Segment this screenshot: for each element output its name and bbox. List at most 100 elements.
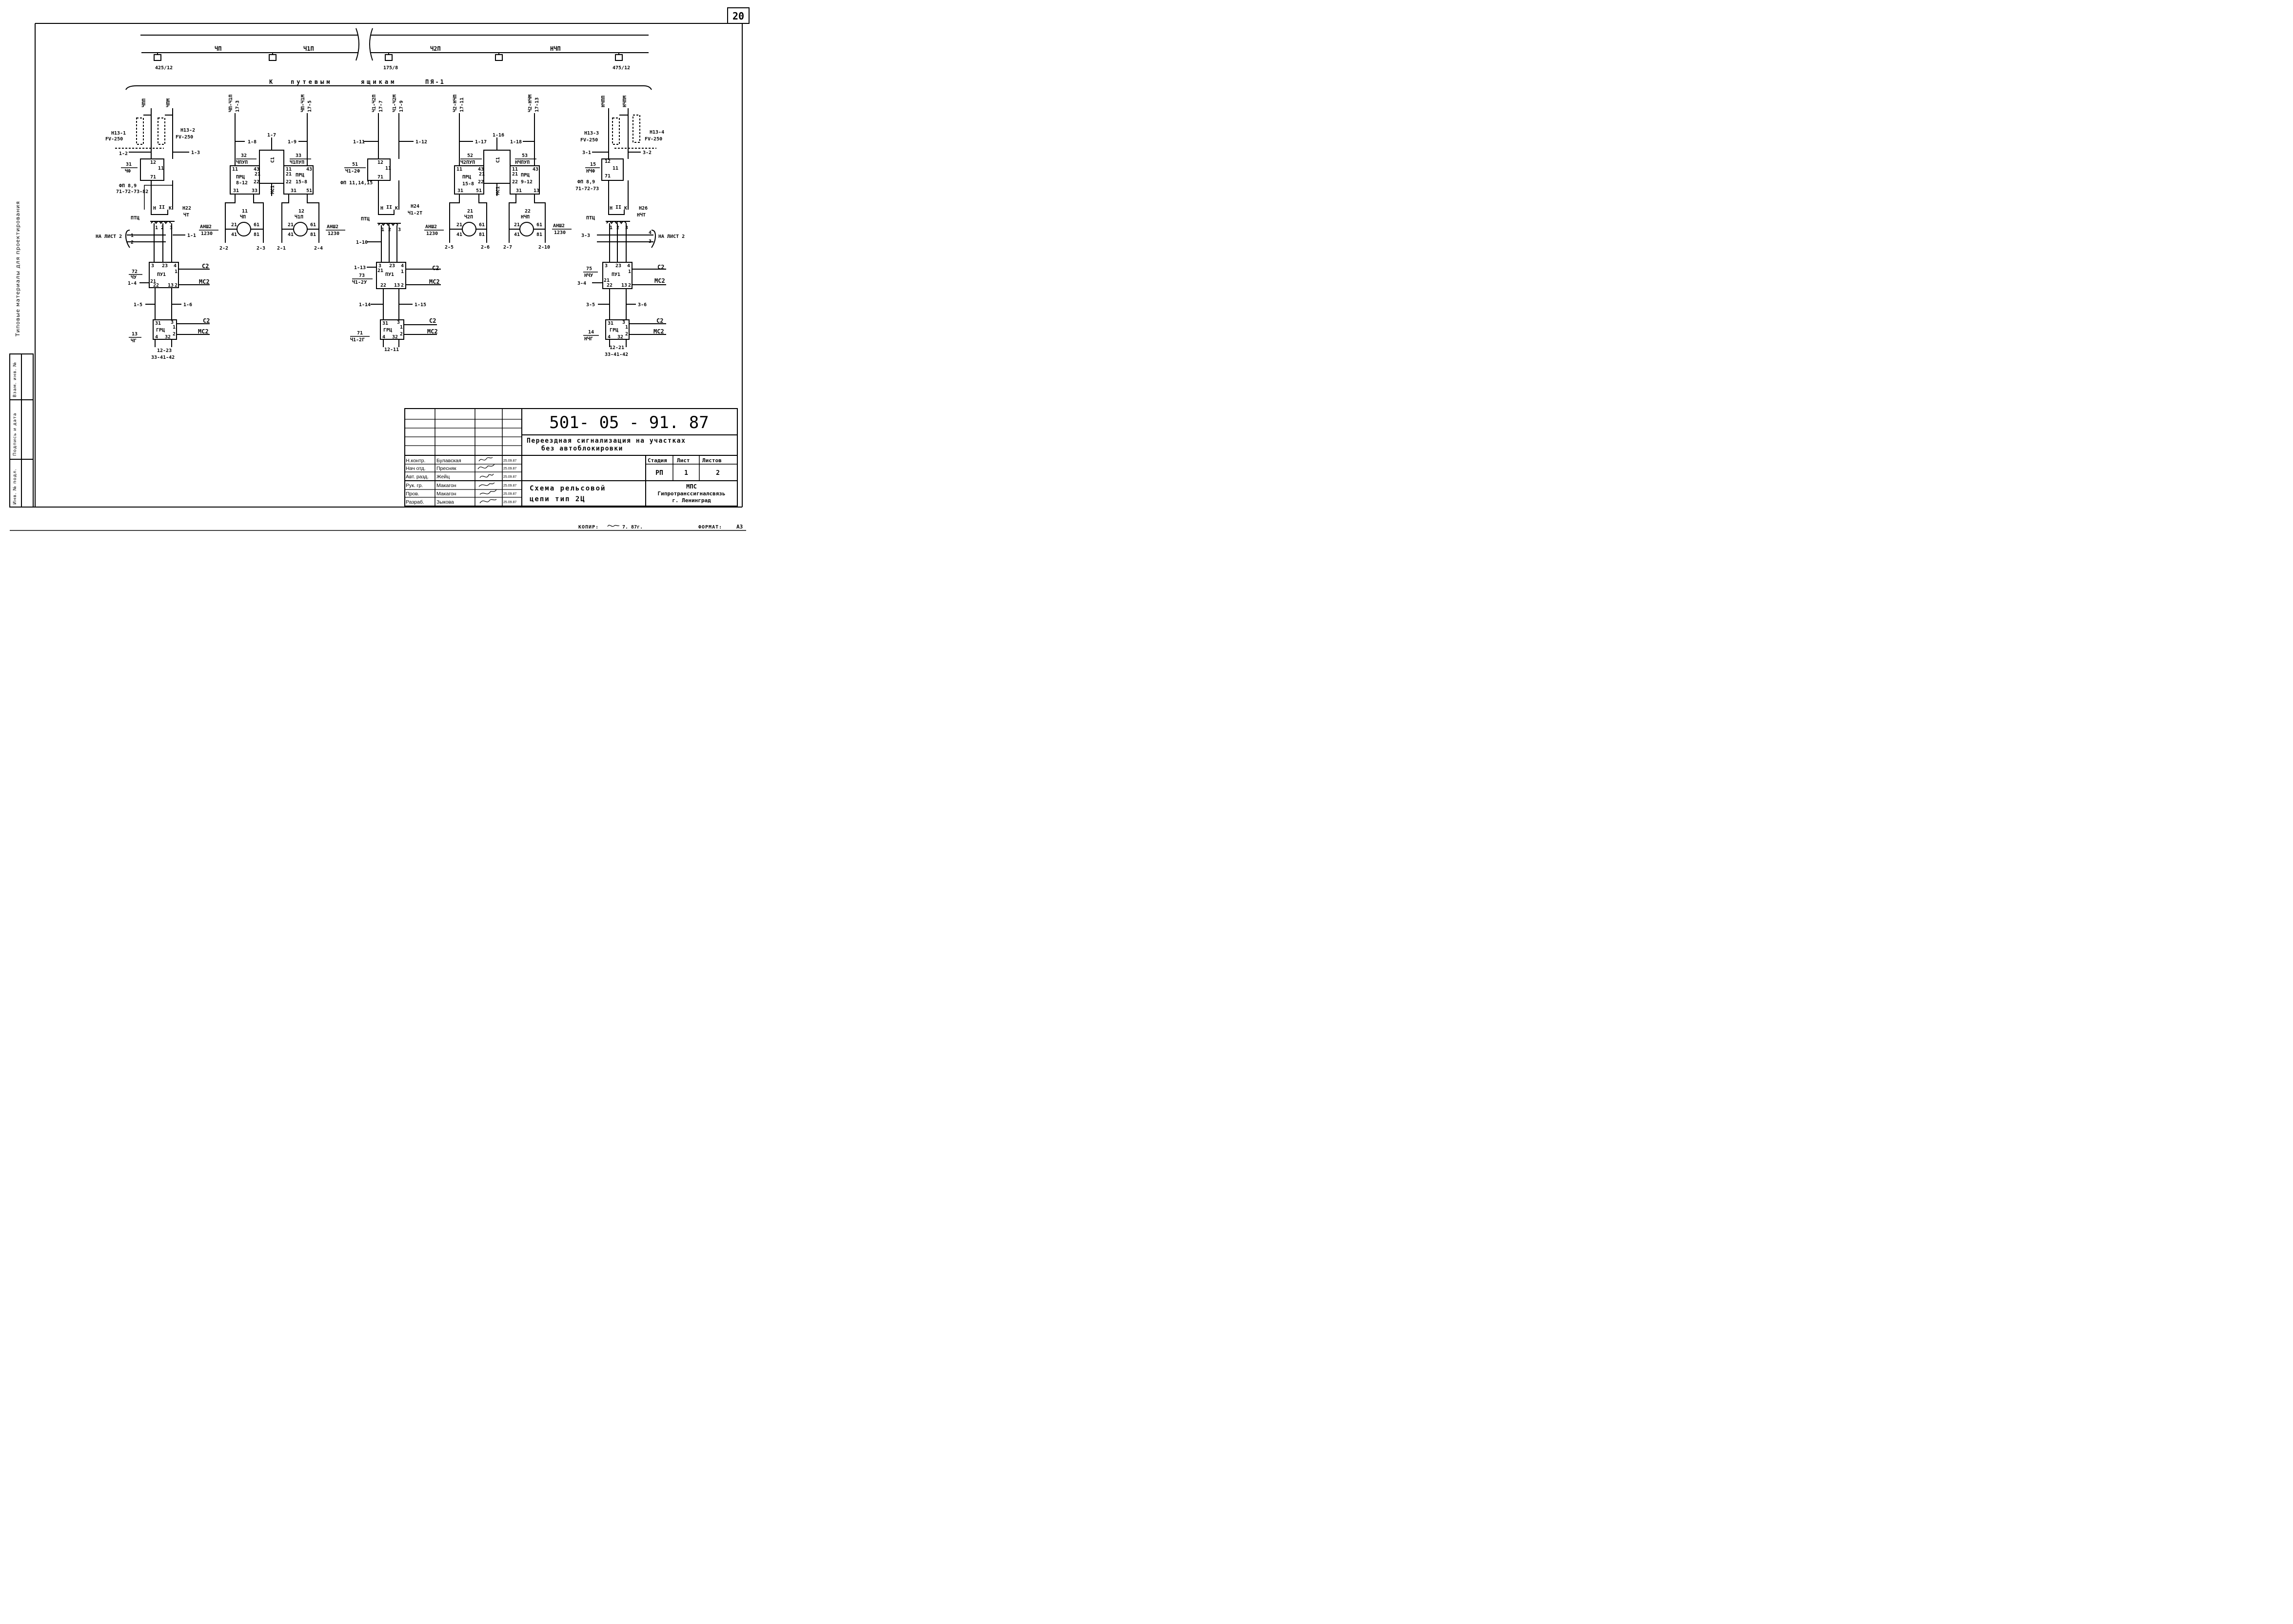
signature-scribbles xyxy=(477,457,497,504)
tap-label: 3-5 xyxy=(586,302,595,308)
fuse-label: FV-250 xyxy=(645,137,662,142)
caption-word: К xyxy=(269,78,273,85)
pu-ref: 73 xyxy=(359,273,365,278)
relay-ref: Ч2П xyxy=(464,214,473,220)
wire-label: 17-9 xyxy=(399,100,404,112)
winding-label: II xyxy=(386,205,392,210)
terminal-label: 425/12 xyxy=(155,65,173,71)
tap-label: 1-15 xyxy=(415,302,426,308)
relay-ref: НЧПУП xyxy=(515,159,530,165)
wire-label: 17-13 xyxy=(534,98,540,112)
role-label: Рук. гр. xyxy=(406,483,423,489)
prc-pin: 43 xyxy=(306,167,312,172)
pu1-box xyxy=(602,262,633,289)
tap-label: 1-4 xyxy=(128,281,137,286)
role-label: Разраб. xyxy=(406,499,424,505)
fuse-dashed xyxy=(612,117,620,145)
relay-ref: 32 xyxy=(241,153,247,158)
fuse-label: FV-250 xyxy=(105,137,123,142)
pu-name: ПУ1 xyxy=(157,272,166,277)
c2-label: С2 xyxy=(432,265,439,272)
prc-pin: 13 xyxy=(534,188,539,194)
winding-label: II xyxy=(159,205,165,210)
title-roles: Н.контр. Булавская 25.09.87 Нач отд. Пре… xyxy=(406,458,516,505)
insulation-joint-right xyxy=(369,28,373,61)
role-date: 25.09.87 xyxy=(503,501,516,504)
grc-pin: 3 xyxy=(622,320,625,325)
pu-pin: 22 xyxy=(153,283,159,288)
block-nchp: НЧПП НЧПМ Н13-3 FV-250 Н13-4 FV-250 3-1 … xyxy=(575,96,685,357)
tap-label: 1-9 xyxy=(288,139,297,145)
title-block xyxy=(404,408,738,507)
relay-ref: 21 xyxy=(467,209,473,214)
coil-pin: 3 xyxy=(625,225,628,231)
relay-ref: НЧФ xyxy=(586,168,595,174)
relay-ref: 51 xyxy=(352,162,358,167)
na-num: 1 xyxy=(131,233,134,238)
wire-label: 17-3 xyxy=(235,100,240,112)
prc-box xyxy=(230,165,260,195)
tap-label: 1-17 xyxy=(475,139,487,145)
caption-brace xyxy=(125,85,652,90)
grc-pin: 4 xyxy=(608,334,611,340)
bottom-label: 2-3 xyxy=(257,246,265,251)
grc-ref: ЧГ xyxy=(131,338,137,344)
grc-pin: 4 xyxy=(382,334,385,340)
grc-pin: 1 xyxy=(625,325,628,330)
pu-pin: 23 xyxy=(162,263,168,269)
pu-ref: ЧУ xyxy=(131,274,137,280)
trans-ref: Ч1-2Т xyxy=(408,210,422,216)
prc-pin: 21 xyxy=(512,172,518,177)
role-name: Зыкова xyxy=(436,499,454,505)
na-num: 4 xyxy=(649,230,652,235)
prc-pin: 31 xyxy=(516,188,522,194)
relay-box xyxy=(367,158,391,181)
tap-label: 1-6 xyxy=(183,302,192,308)
relay-ref: 33 xyxy=(296,153,301,158)
org-line: МПС xyxy=(686,483,697,490)
ptc-label: ПТЦ xyxy=(131,215,139,221)
terminal-icon xyxy=(154,54,161,61)
grc-ref: 13 xyxy=(132,332,138,337)
coil-pin: 1 xyxy=(155,225,158,231)
sheet-value: 1 xyxy=(684,470,688,477)
signature-icon xyxy=(479,473,494,478)
wire-label: Ч2-НЧП xyxy=(452,95,458,112)
bottom-label: 33-41-42 xyxy=(151,355,175,360)
tap-label: 1-12 xyxy=(415,139,427,145)
role-label: Н.контр. xyxy=(406,458,425,464)
relay-ref: Ч1ПУП xyxy=(290,159,304,165)
relay-pin: 11 xyxy=(158,166,164,171)
tap-label: 1-5 xyxy=(134,302,142,308)
relay-pin: 12 xyxy=(605,159,611,164)
terminal-icon xyxy=(495,54,503,61)
prc-num: 8-12 xyxy=(236,180,248,186)
winding-label: К xyxy=(395,206,398,211)
relay-pin: 61 xyxy=(310,222,316,228)
prc-pin: 43 xyxy=(254,167,259,172)
relay-pin: 41 xyxy=(514,232,520,237)
fuse-label: FV-250 xyxy=(176,135,193,140)
prc-pin: 21 xyxy=(286,172,292,177)
na-list-label: НА ЛИСТ 2 xyxy=(658,234,685,239)
relay-pin: 21 xyxy=(288,222,294,228)
grc-pin: 3 xyxy=(171,320,174,325)
relay-pin: 12 xyxy=(377,160,383,165)
winding-label: II xyxy=(615,205,621,210)
wire-label: 17-5 xyxy=(307,100,313,112)
relay-pin: 71 xyxy=(150,175,156,180)
relay-note: ФП 8,9 xyxy=(119,183,137,189)
grc-ref: 71 xyxy=(357,331,363,336)
caption-word: путевым xyxy=(291,78,333,85)
segment-label: НЧП xyxy=(550,45,561,52)
relay-pin: 81 xyxy=(536,232,542,237)
block-chp-ch1p: ЧП-Ч1П 17-3 ЧП-Ч1М 17-5 1-8 1-7 1-9 С1 М… xyxy=(199,95,345,251)
track-relay-circle xyxy=(237,222,251,236)
pu-pin: 23 xyxy=(389,263,395,269)
pu-pin: 22 xyxy=(607,283,613,288)
ansh-label: 1230 xyxy=(201,231,213,236)
relay-pin: 41 xyxy=(456,232,462,237)
terminal-label: 475/12 xyxy=(613,65,630,71)
wire-label: Ч1-Ч2М xyxy=(392,95,397,112)
pu-pin: 3 xyxy=(605,263,608,269)
